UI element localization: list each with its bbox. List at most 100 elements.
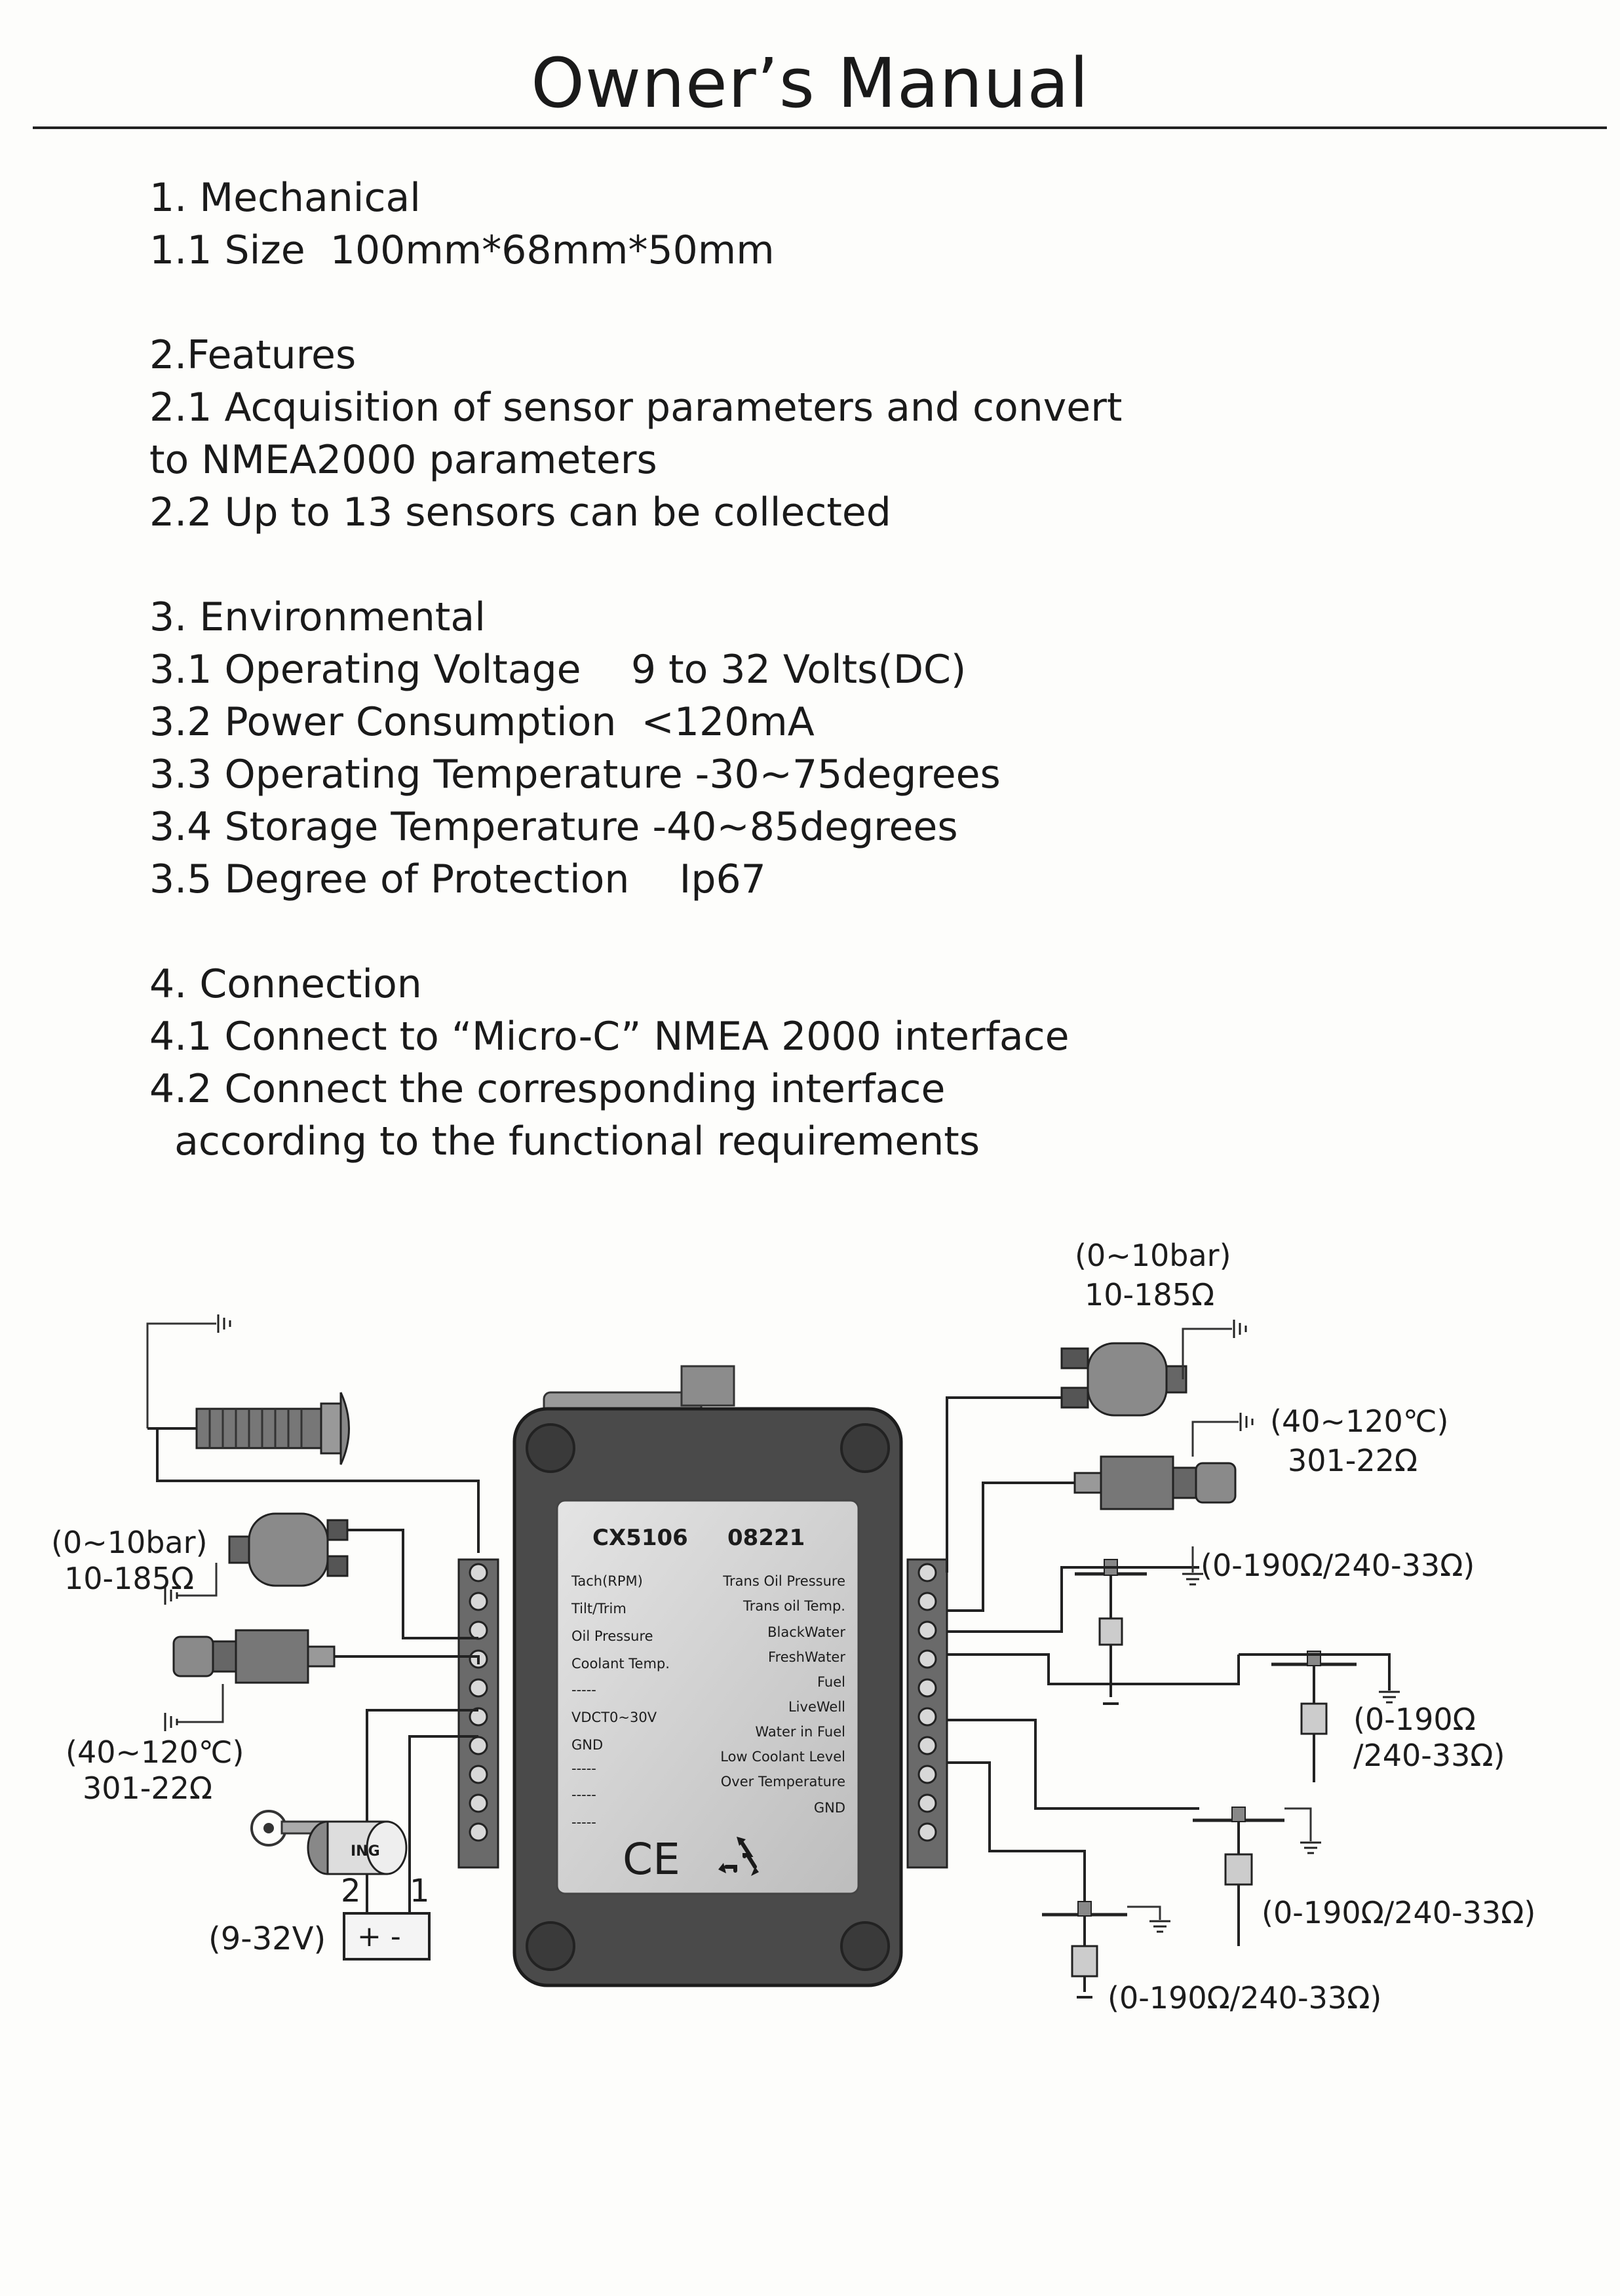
left-terminal-pin-7 [469,1736,488,1755]
level-4-wire [947,1761,1086,1902]
right-label-trans-oil-pressure: Trans Oil Pressure [722,1573,845,1589]
title-rule [33,126,1607,129]
right-label-trans-oil-temp: Trans oil Temp. [742,1598,845,1614]
feature-acquisition: 2.1 Acquisition of sensor parameters and… [149,385,1123,430]
left-temp-wire [334,1655,480,1664]
right-terminal-pin-3 [917,1620,937,1640]
connection-micro-c: 4.1 Connect to “Micro-C” NMEA 2000 inter… [149,1014,1070,1060]
left-pressure-ohm: 10-185Ω [64,1561,194,1596]
right-label-fuel: Fuel [817,1674,845,1690]
cx5106-device [457,1365,948,1987]
right-temp-range: (40~120℃) [1270,1404,1448,1439]
left-terminal-pin-8 [469,1765,488,1784]
right-pressure-wire [946,1396,1062,1573]
section-environmental: 3. Environmental [149,594,486,640]
left-terminal-pin-2 [469,1592,488,1611]
left-pressure-wire [347,1529,478,1639]
left-temp-sender [172,1629,336,1684]
right-terminal-pin-1 [917,1563,937,1582]
right-terminal-pin-7 [917,1736,937,1755]
battery-symbol: + - [357,1920,401,1953]
level-2-ground-wire [1239,1653,1391,1691]
level-2-range-a: (0-190Ω [1353,1702,1476,1737]
left-label-oil-pressure: Oil Pressure [571,1628,653,1644]
connection-interface: 4.2 Connect the corresponding interface [149,1066,946,1112]
right-terminal-pin-8 [917,1765,937,1784]
level-3-ground-wire [1284,1807,1312,1841]
right-terminal-pin-9 [917,1793,937,1813]
right-label-over-temperature: Over Temperature [721,1774,845,1789]
level-4-range: (0-190Ω/240-33Ω) [1108,1980,1381,2016]
battery [343,1912,431,1961]
spec-protection: 3.5 Degree of Protection Ip67 [149,856,766,902]
left-terminal-pin-3 [469,1620,488,1640]
section-mechanical: 1. Mechanical [149,175,421,221]
right-pressure-ground-wire [1182,1328,1232,1379]
right-terminal-pin-5 [917,1678,937,1698]
left-terminal-pin-5 [469,1678,488,1698]
right-terminal-pin-2 [917,1592,937,1611]
right-pressure-sender [1060,1342,1187,1417]
spec-operating-temperature: 3.3 Operating Temperature -30~75degrees [149,752,1001,797]
right-label-blackwater: BlackWater [767,1624,845,1640]
level-4-ground-icon [1148,1920,1172,1933]
level-4-ground-wire [1127,1905,1161,1920]
ground-wire [408,1735,478,1913]
device-model: CX5106 [592,1525,688,1551]
ignition-label: ING [351,1843,380,1860]
level-2-wire [947,1653,1240,1685]
connection-interface-cont: according to the functional requirements [149,1119,980,1164]
ignition-switch [307,1820,408,1875]
device-code: 08221 [727,1525,805,1551]
section-features: 2.Features [149,332,357,378]
spec-power-consumption: 3.2 Power Consumption <120mA [149,699,815,745]
feature-acquisition-cont: to NMEA2000 parameters [149,437,657,483]
left-terminal-pin-1 [469,1563,488,1582]
level-2-range-b: /240-33Ω) [1353,1738,1505,1773]
right-label-livewell: LiveWell [788,1699,845,1715]
left-terminal-pin-9 [469,1793,488,1813]
tach-wire-b [156,1428,480,1553]
right-pressure-ohm: 10-185Ω [1085,1277,1214,1312]
left-temp-ground-icon [164,1712,178,1732]
terminal-1-label: 1 [410,1873,430,1909]
left-pressure-sender [228,1512,349,1587]
left-label-coolant-temp: Coolant Temp. [571,1656,670,1672]
right-temp-wire [947,1482,1075,1612]
left-terminal-pin-6 [469,1707,488,1727]
level-sender-3 [1193,1807,1284,1946]
feature-sensor-count: 2.2 Up to 13 sensors can be collected [149,489,891,535]
level-2-ground-icon [1378,1691,1401,1704]
level-sender-4 [1042,1901,1127,1999]
level-1-range: (0-190Ω/240-33Ω) [1201,1548,1475,1583]
right-label-water-in-fuel: Water in Fuel [755,1724,845,1740]
left-terminal-pin-10 [469,1822,488,1842]
tach-ground-wire [146,1313,231,1428]
right-label-low-coolant: Low Coolant Level [720,1749,845,1765]
left-temp-ohm: 301-22Ω [83,1770,212,1806]
right-label-gnd: GND [814,1800,845,1816]
level-sender-2 [1271,1651,1357,1782]
tach-pickup-sensor [195,1392,350,1465]
wiring-diagram: CX5106 08221 Tach(RPM) Tilt/Trim Oil Pre… [51,1238,1535,2016]
left-temp-range: (40~120℃) [66,1734,244,1770]
left-temp-ground-wire [177,1684,224,1723]
spec-operating-voltage: 3.1 Operating Voltage 9 to 32 Volts(DC) [149,647,967,693]
level-1-wire [947,1566,1199,1633]
spec-storage-temperature: 3.4 Storage Temperature -40~85degrees [149,804,958,850]
right-temp-ohm: 301-22Ω [1288,1443,1418,1478]
page-title: Owner’s Manual [531,43,1089,123]
right-temp-sender [1073,1455,1237,1510]
terminal-2-label: 2 [341,1873,361,1909]
right-temp-ground-icon [1239,1411,1254,1432]
right-terminal-pin-4 [917,1649,937,1669]
right-terminal-pin-6 [917,1707,937,1727]
section-connection: 4. Connection [149,961,422,1007]
right-temp-ground-wire [1191,1421,1239,1457]
left-label-tach: Tach(RPM) [571,1573,643,1589]
spec-size: 1.1 Size 100mm*68mm*50mm [149,227,775,273]
level-3-ground-icon [1299,1841,1322,1854]
left-label-spare-1: ----- [571,1682,596,1698]
level-sender-1 [1075,1559,1147,1705]
